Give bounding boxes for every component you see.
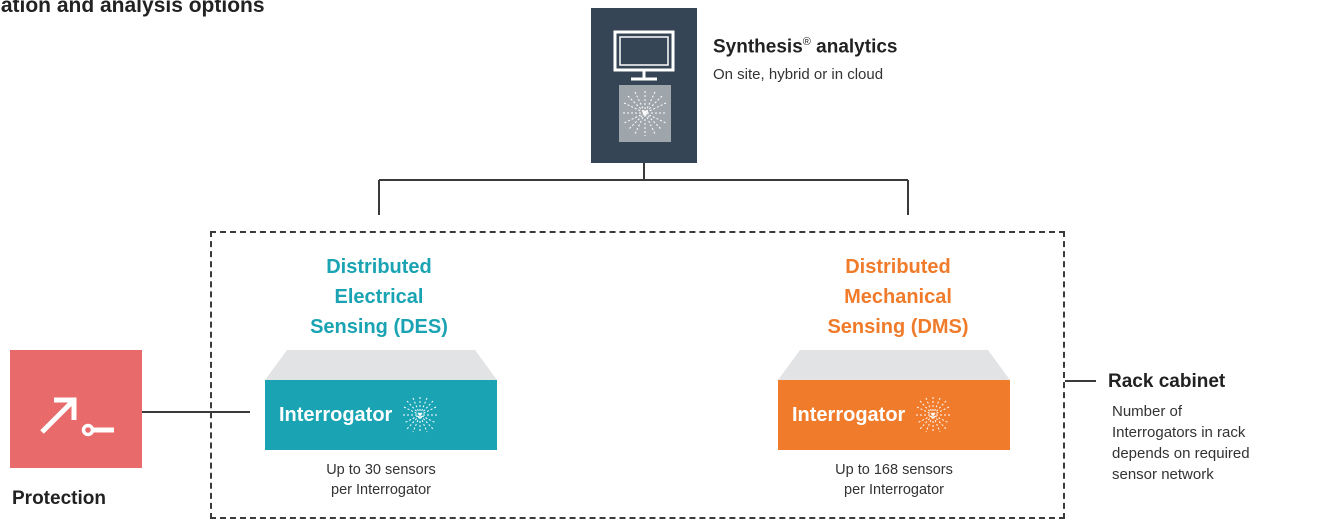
dms-caption: Up to 168 sensors per Interrogator [778, 460, 1010, 500]
rack-desc-line: depends on required [1112, 445, 1250, 462]
des-title-line: Electrical [334, 286, 424, 308]
breaker-switch-icon [40, 397, 114, 437]
dms-interrogator: Interrogator [778, 380, 1010, 450]
dms-caption-line: per Interrogator [844, 482, 944, 498]
des-title-line: Distributed [326, 256, 432, 278]
dms-title: Distributed Mechanical Sensing (DMS) [788, 252, 1008, 342]
des-title: Distributed Electrical Sensing (DES) [269, 252, 489, 342]
dms-title-line: Distributed [845, 256, 951, 278]
des-caption: Up to 30 sensors per Interrogator [265, 460, 497, 500]
dms-caption-line: Up to 168 sensors [835, 462, 953, 478]
analytics-title: Synthesis® analytics [713, 36, 898, 58]
protection-label: Protection [12, 488, 106, 509]
des-interrogator-top [265, 350, 497, 380]
rack-cabinet-description: Number of Interrogators in rack depends … [1112, 401, 1322, 485]
des-caption-line: per Interrogator [331, 482, 431, 498]
starburst-icon [623, 91, 667, 136]
rack-desc-line: Number of [1112, 403, 1183, 420]
starburst-icon [916, 397, 951, 433]
des-interrogator: Interrogator [265, 380, 497, 450]
rack-desc-line: Interrogators in rack [1112, 424, 1246, 441]
des-title-line: Sensing (DES) [310, 316, 448, 338]
registered-mark: ® [802, 36, 811, 48]
dms-title-line: Mechanical [844, 286, 952, 308]
page-title: gation and analysis options [0, 0, 265, 17]
analytics-chip [619, 85, 671, 142]
monitor-icon [613, 30, 675, 81]
des-interrogator-label: Interrogator [279, 403, 393, 426]
des-caption-line: Up to 30 sensors [326, 462, 436, 478]
dms-title-line: Sensing (DMS) [827, 316, 969, 338]
rack-cabinet-title: Rack cabinet [1108, 371, 1226, 392]
analytics-subtitle: On site, hybrid or in cloud [713, 66, 884, 83]
starburst-icon [403, 397, 438, 433]
dms-interrogator-top [778, 350, 1010, 380]
rack-cabinet-boundary [210, 231, 1065, 519]
protection-box [10, 350, 142, 468]
rack-desc-line: sensor network [1112, 466, 1214, 483]
dms-interrogator-label: Interrogator [792, 403, 906, 426]
